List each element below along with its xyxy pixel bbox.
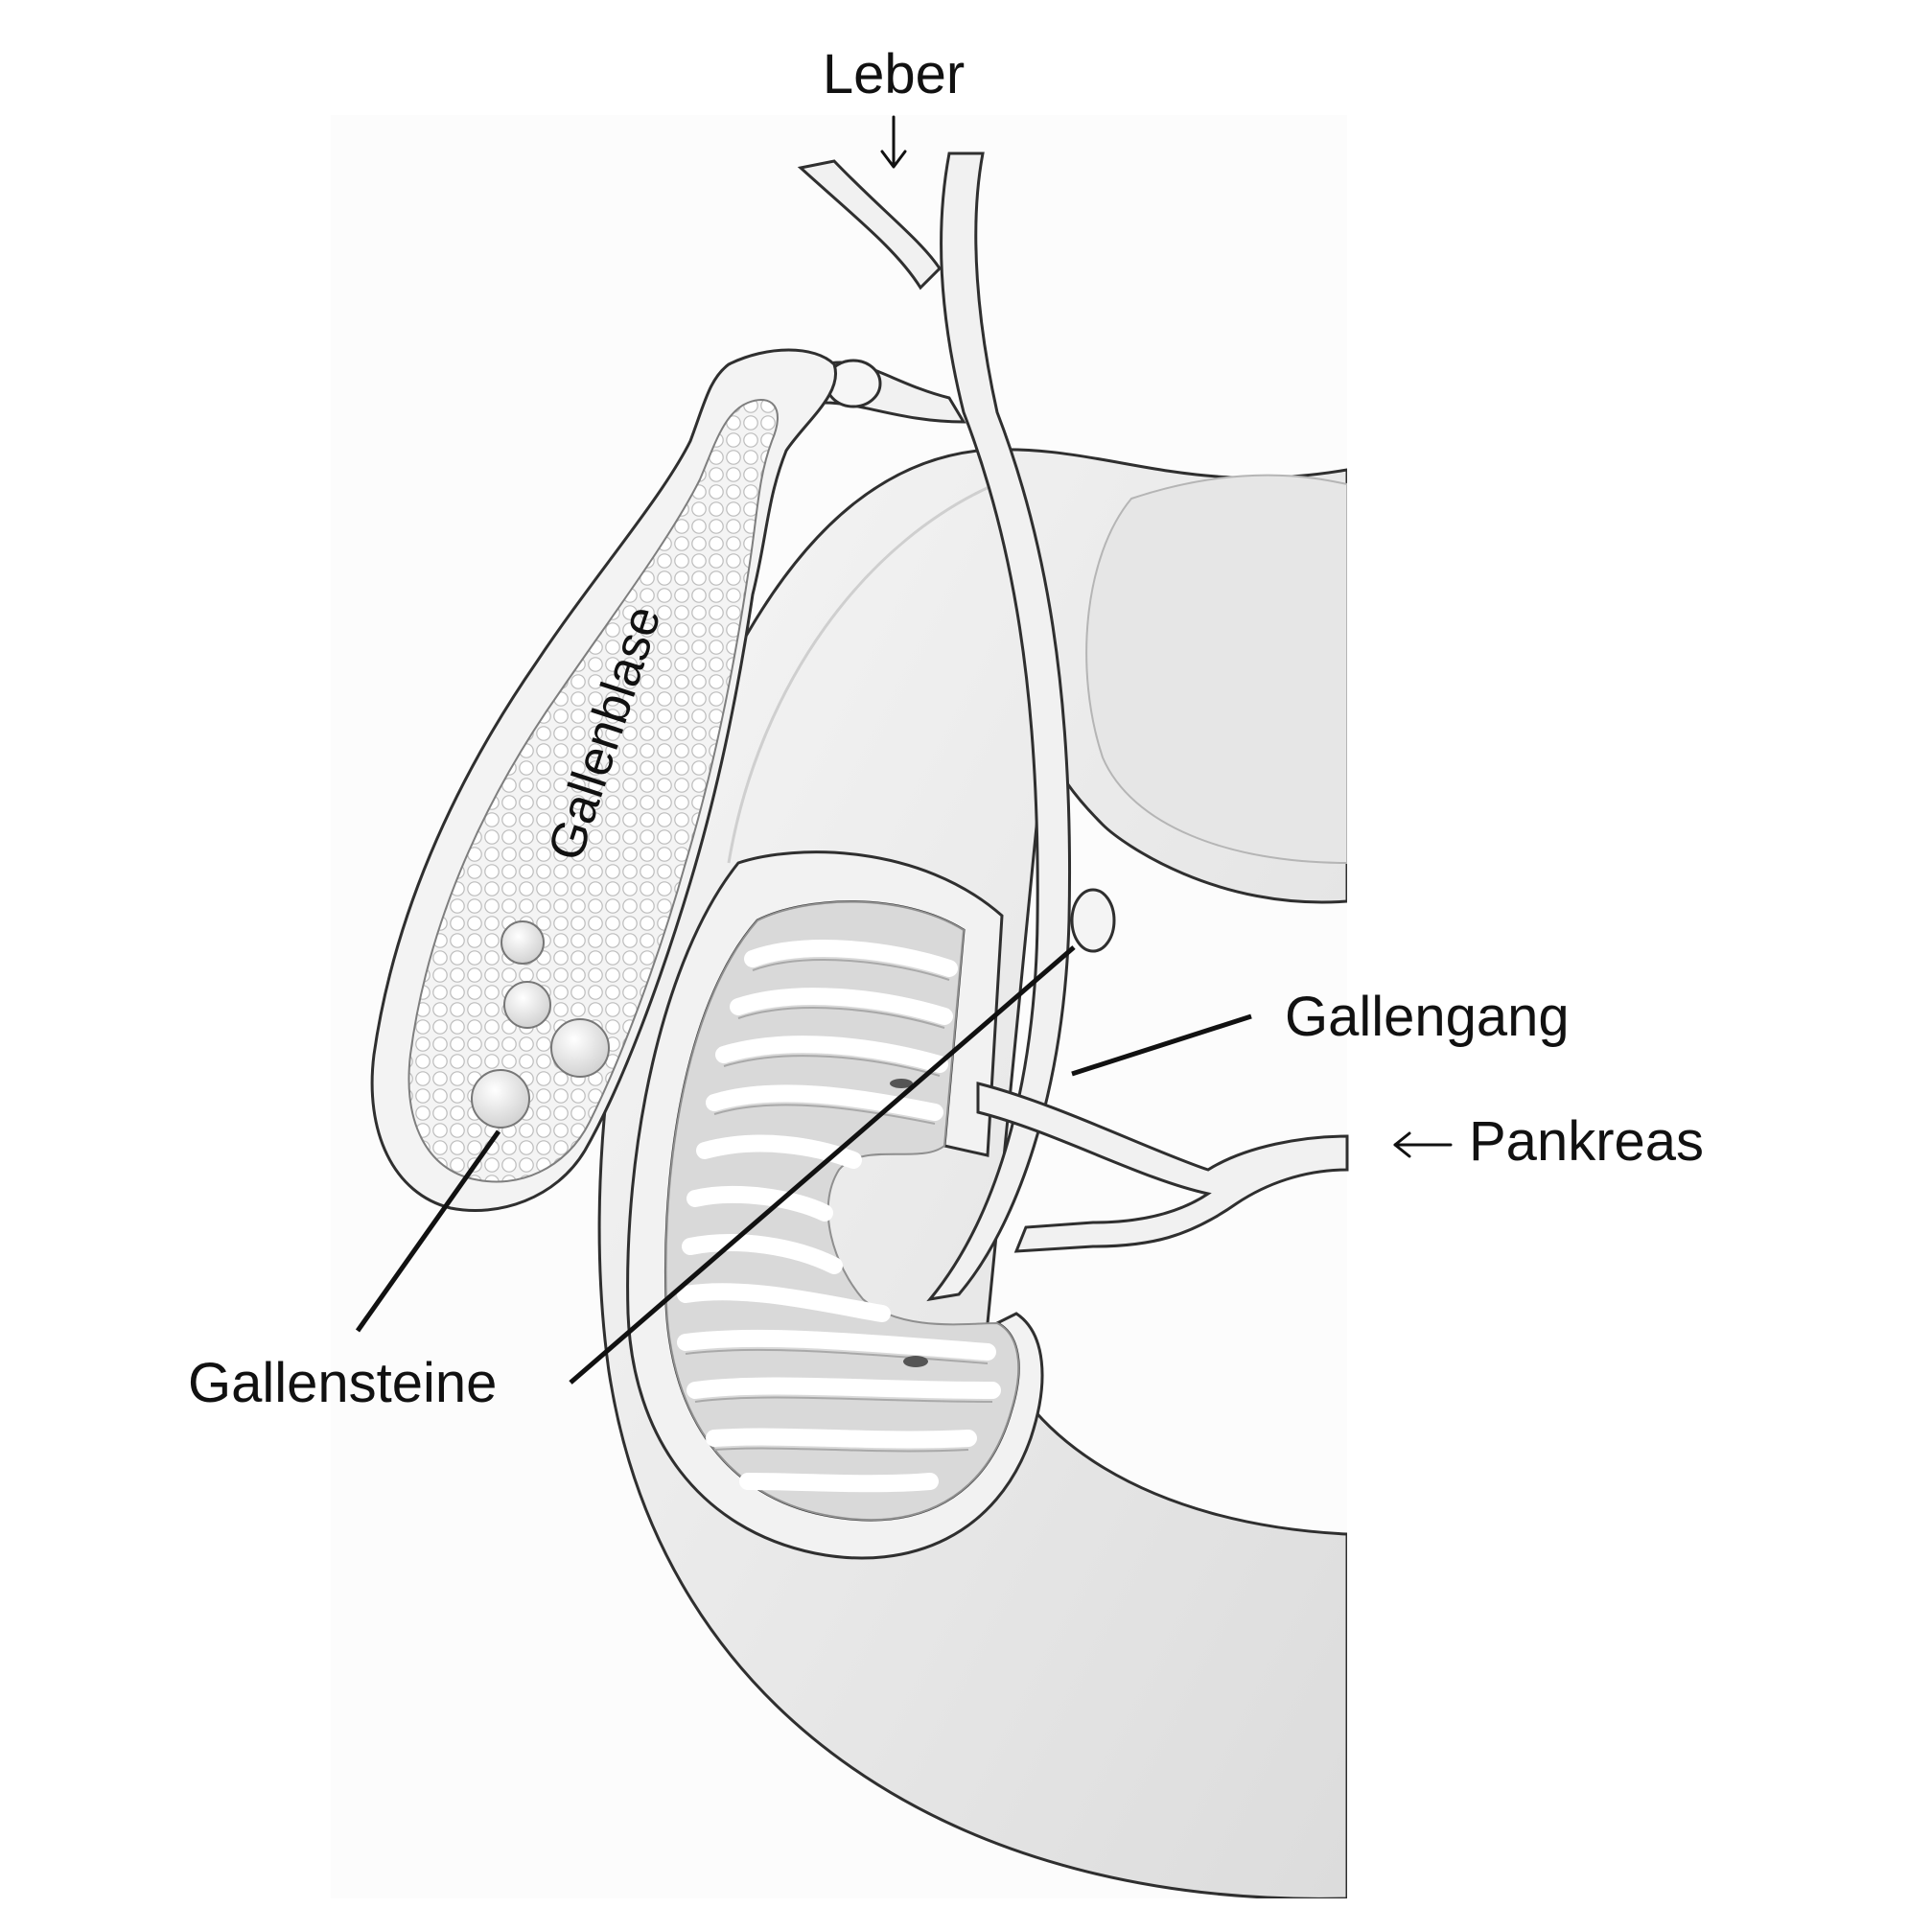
gallstone-1 bbox=[500, 920, 545, 965]
pankreas-label: Pankreas bbox=[1469, 1110, 1704, 1173]
papilla-lower bbox=[903, 1356, 928, 1367]
pankreas-arrow bbox=[1393, 1131, 1453, 1158]
mucosal-folds bbox=[677, 940, 1001, 1493]
gallbladder-interior bbox=[407, 398, 779, 1183]
common-bile-duct bbox=[926, 151, 1072, 1302]
hepatic-duct-left bbox=[797, 159, 942, 291]
gallensteine-pointer-1 bbox=[355, 1129, 501, 1333]
gallstone-2 bbox=[503, 981, 551, 1029]
bile-duct-bulge bbox=[1070, 888, 1116, 953]
duodenum-inner-band bbox=[727, 477, 1008, 864]
leber-arrow bbox=[880, 115, 907, 169]
leber-label: Leber bbox=[823, 43, 965, 105]
mucosal-fold-edges bbox=[685, 959, 993, 1453]
pancreatic-duct-upper bbox=[976, 1082, 1349, 1253]
gallstone-4 bbox=[471, 1069, 530, 1129]
duodenum-upper-lobe bbox=[1085, 474, 1347, 865]
gallstones bbox=[471, 920, 610, 1129]
gallengang-pointer bbox=[1071, 1013, 1252, 1077]
gallensteine-pointer-2 bbox=[569, 945, 1076, 1385]
gallstone-3 bbox=[550, 1018, 610, 1078]
gallengang-label: Gallengang bbox=[1285, 986, 1570, 1048]
papilla-upper bbox=[890, 1079, 913, 1088]
gallensteine-label: Gallensteine bbox=[188, 1352, 497, 1414]
